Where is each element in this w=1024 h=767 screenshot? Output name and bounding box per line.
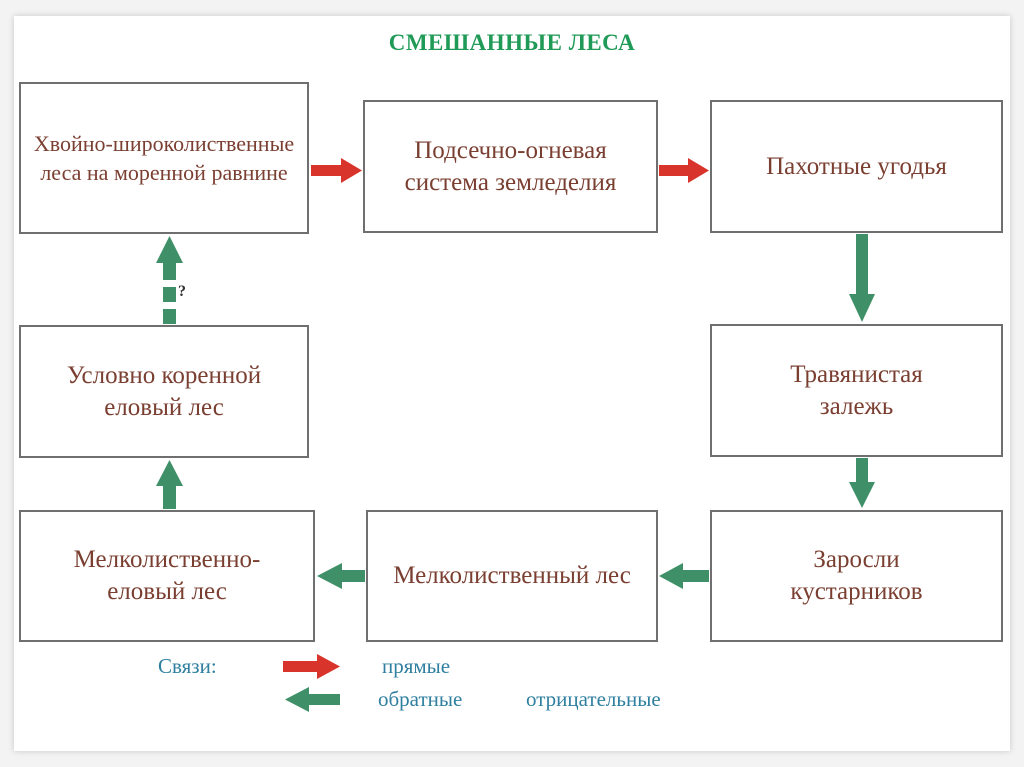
node-slash-burn: Подсечно-огневая система земледелия xyxy=(363,100,658,233)
node-mixed-forest-label: Хвойно-широколиственные леса на моренной… xyxy=(33,131,295,185)
node-native-spruce-forest-label: Условно коренной еловый лес xyxy=(66,361,262,421)
node-slash-burn-label: Подсечно-огневая система земледелия xyxy=(404,136,617,196)
arrow-shrubs-to-small-leaf xyxy=(659,563,709,589)
legend-title: Связи: xyxy=(158,654,217,678)
legend-reverse-arrow xyxy=(285,687,340,712)
arrow-slash-burn-to-arable xyxy=(659,158,709,183)
node-small-leaf-spruce-forest-label: Мелколиственно-еловый лес xyxy=(73,546,261,605)
uncertain-link-question-mark: ? xyxy=(178,283,186,300)
arrow-grass-fallow-to-shrubs xyxy=(849,458,875,508)
node-small-leaf-forest: Мелколиственный лес xyxy=(366,510,658,642)
node-grass-fallow: Травянистая залежь xyxy=(710,324,1003,457)
arrow-small-leaf-to-small-leaf-spruce xyxy=(317,563,365,589)
node-shrub-thickets-label: Заросли кустарников xyxy=(790,546,923,605)
legend-direct-arrow xyxy=(283,654,340,679)
node-native-spruce-forest: Условно коренной еловый лес xyxy=(19,325,309,458)
arrow-arable-to-grass-fallow xyxy=(849,234,875,322)
node-small-leaf-forest-label: Мелколиственный лес xyxy=(393,562,631,589)
arrow-mixed-to-slash-burn xyxy=(311,158,362,183)
arrow-small-leaf-spruce-to-native-spruce xyxy=(156,460,183,509)
node-grass-fallow-label: Травянистая залежь xyxy=(790,360,923,420)
diagram-title: СМЕШАННЫЕ ЛЕСА xyxy=(388,30,636,55)
node-arable-land: Пахотные угодья xyxy=(710,100,1003,233)
legend-negative-label: отрицательные xyxy=(526,687,661,711)
legend-direct-label: прямые xyxy=(382,654,451,678)
node-mixed-forest: Хвойно-широколиственные леса на моренной… xyxy=(19,82,309,234)
legend-reverse-label: обратные xyxy=(378,687,463,711)
arrow-native-spruce-to-mixed-dashed xyxy=(156,236,183,324)
node-arable-land-label: Пахотные угодья xyxy=(766,152,947,180)
node-small-leaf-spruce-forest: Мелколиственно-еловый лес xyxy=(19,510,315,642)
node-shrub-thickets: Заросли кустарников xyxy=(710,510,1003,642)
